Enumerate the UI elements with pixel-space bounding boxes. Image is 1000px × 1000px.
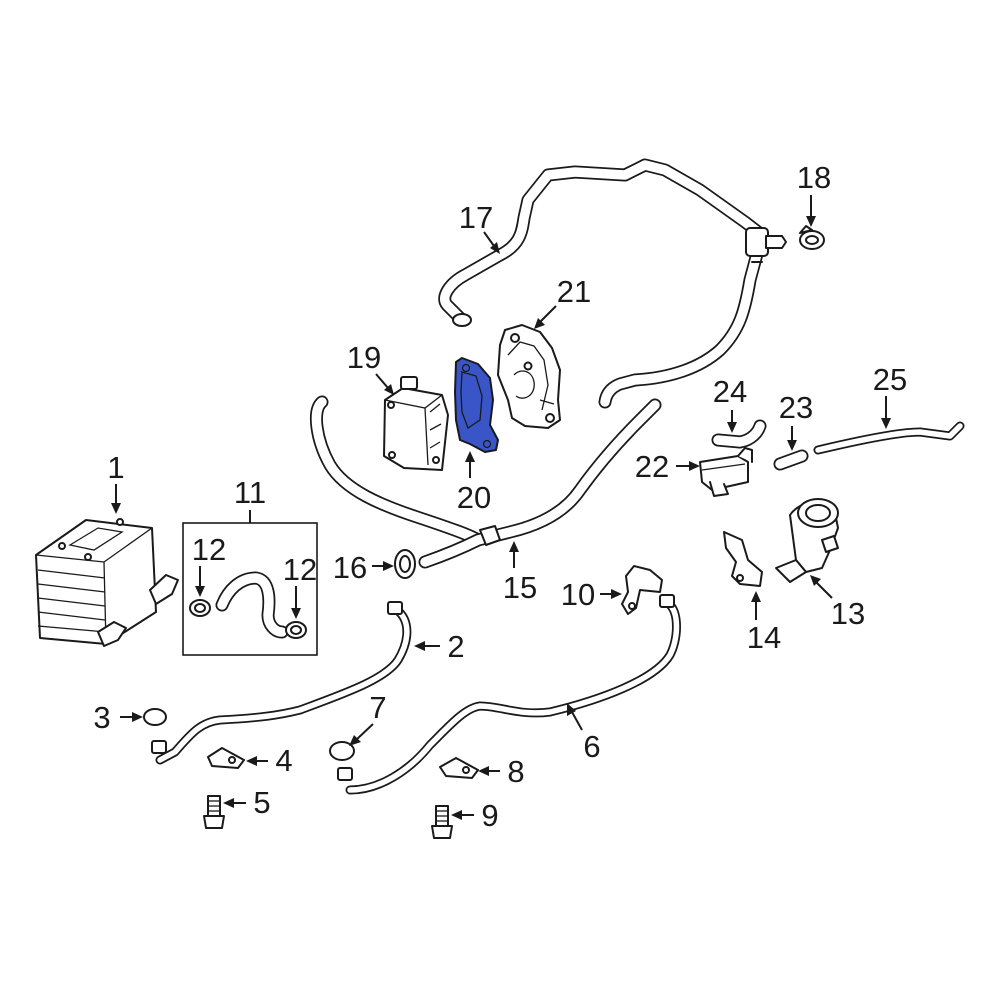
callout-16: 16	[333, 550, 367, 585]
callout-14: 14	[747, 620, 781, 655]
part-17-upper-hose[interactable]	[438, 158, 787, 409]
part-24-small-hose[interactable]	[711, 419, 767, 449]
callout-17: 17	[459, 200, 493, 235]
callout-23: 23	[779, 390, 813, 425]
callout-25: 25	[873, 362, 907, 397]
callout-2: 2	[447, 629, 464, 664]
part-1-oil-cooler[interactable]	[35, 518, 179, 647]
callout-13: 13	[831, 596, 865, 631]
group-11-box	[182, 510, 318, 656]
part-18-clamp[interactable]	[799, 225, 825, 250]
part-13-valve[interactable]	[775, 498, 839, 583]
part-21-housing[interactable]	[497, 324, 561, 429]
callout-1: 1	[107, 450, 124, 485]
callout-5: 5	[253, 785, 270, 820]
part-8-bracket[interactable]	[439, 757, 479, 779]
callout-12a: 12	[192, 532, 226, 567]
part-7-o-ring[interactable]	[329, 741, 355, 761]
callout-3: 3	[93, 700, 110, 735]
part-19-cooler[interactable]	[383, 376, 449, 471]
callout-9: 9	[481, 798, 498, 833]
part-11-hose[interactable]	[215, 571, 289, 639]
callout-15: 15	[503, 570, 537, 605]
part-4-bracket[interactable]	[207, 747, 245, 769]
callout-numbers: 1 2 3 4 5 6 7 8 9 10 11 12 12 13 14 15 1…	[93, 160, 907, 833]
part-10-bracket[interactable]	[621, 565, 663, 615]
part-12a-clamp[interactable]	[189, 599, 211, 617]
callout-21: 21	[557, 274, 591, 309]
callout-10: 10	[561, 577, 595, 612]
part-12b-clamp[interactable]	[285, 621, 307, 639]
callout-4: 4	[275, 743, 292, 778]
callout-22: 22	[635, 449, 669, 484]
part-9-bolt[interactable]	[431, 805, 453, 839]
part-3-o-ring[interactable]	[143, 708, 167, 726]
callout-7: 7	[369, 690, 386, 725]
part-22-sensor[interactable]	[699, 447, 753, 497]
part-16-clamp[interactable]	[394, 549, 416, 579]
callout-24: 24	[713, 374, 747, 409]
callout-18: 18	[797, 160, 831, 195]
part-20-gasket-highlighted[interactable]	[454, 357, 499, 453]
callout-11: 11	[234, 475, 266, 510]
part-5-bolt[interactable]	[203, 795, 225, 829]
callout-12b: 12	[283, 552, 317, 587]
part-23-connector[interactable]	[773, 449, 809, 471]
part-25-line[interactable]	[813, 421, 965, 455]
leader-lines	[111, 195, 891, 820]
callout-6: 6	[583, 729, 600, 764]
callout-20: 20	[457, 480, 491, 515]
part-2-cooler-line[interactable]	[151, 601, 412, 765]
part-14-bracket[interactable]	[723, 531, 763, 587]
part-15-lower-hose[interactable]	[310, 395, 662, 569]
callout-8: 8	[507, 754, 524, 789]
part-6-cooler-line[interactable]	[337, 594, 681, 795]
callout-19: 19	[347, 340, 381, 375]
